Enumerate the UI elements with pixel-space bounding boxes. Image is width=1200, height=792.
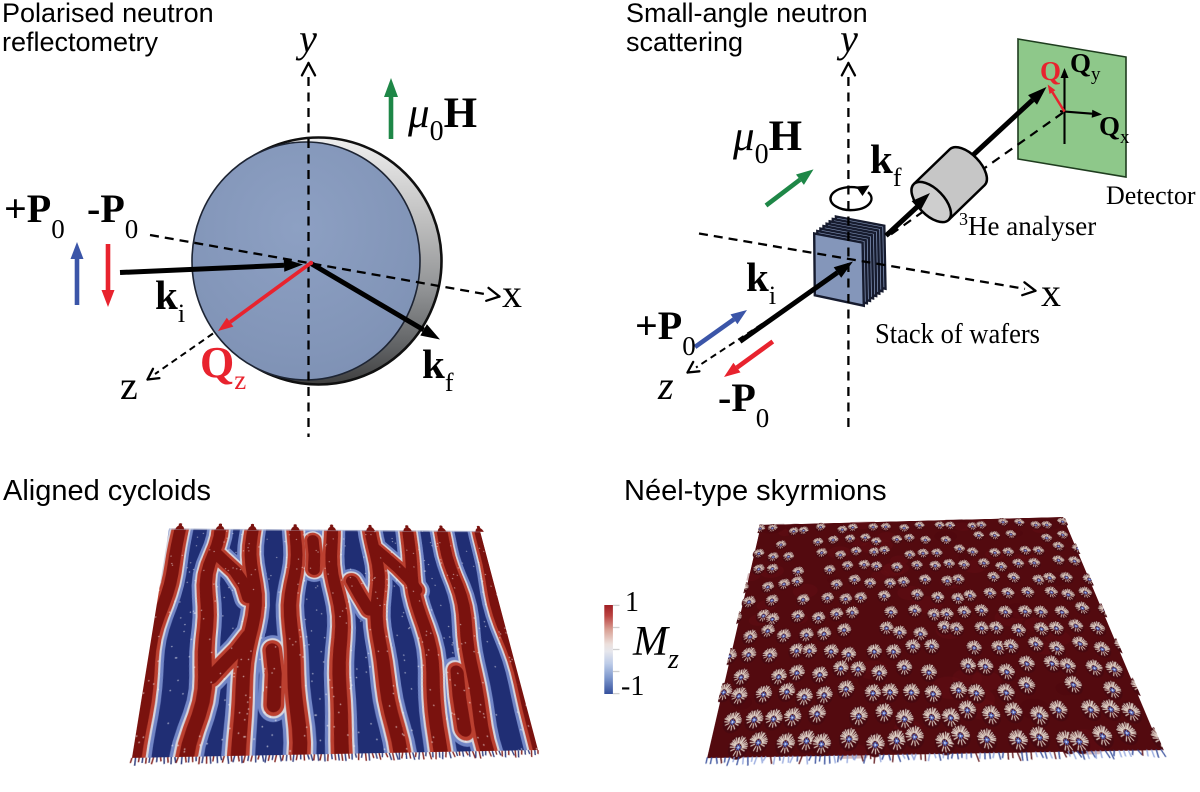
svg-text:x: x bbox=[502, 271, 522, 316]
svg-text:scattering: scattering bbox=[626, 27, 743, 57]
svg-text:3He analyser: 3He analyser bbox=[959, 209, 1096, 241]
svg-text:Detector: Detector bbox=[1106, 181, 1196, 210]
svg-text:x: x bbox=[1041, 270, 1061, 315]
svg-text:Néel-type skyrmions: Néel-type skyrmions bbox=[624, 475, 887, 507]
svg-text:-1: -1 bbox=[621, 671, 644, 702]
svg-text:y: y bbox=[295, 16, 317, 61]
svg-text:z: z bbox=[657, 363, 674, 408]
svg-text:1: 1 bbox=[625, 587, 639, 618]
svg-text:z: z bbox=[120, 363, 138, 408]
svg-text:Small-angle neutron: Small-angle neutron bbox=[626, 0, 868, 28]
svg-text:reflectometry: reflectometry bbox=[2, 27, 159, 57]
svg-text:y: y bbox=[836, 16, 858, 61]
svg-text:Q: Q bbox=[1040, 56, 1061, 86]
svg-text:Stack of wafers: Stack of wafers bbox=[875, 318, 1040, 350]
svg-text:Polarised neutron: Polarised neutron bbox=[2, 0, 214, 28]
svg-text:Aligned cycloids: Aligned cycloids bbox=[3, 475, 211, 507]
